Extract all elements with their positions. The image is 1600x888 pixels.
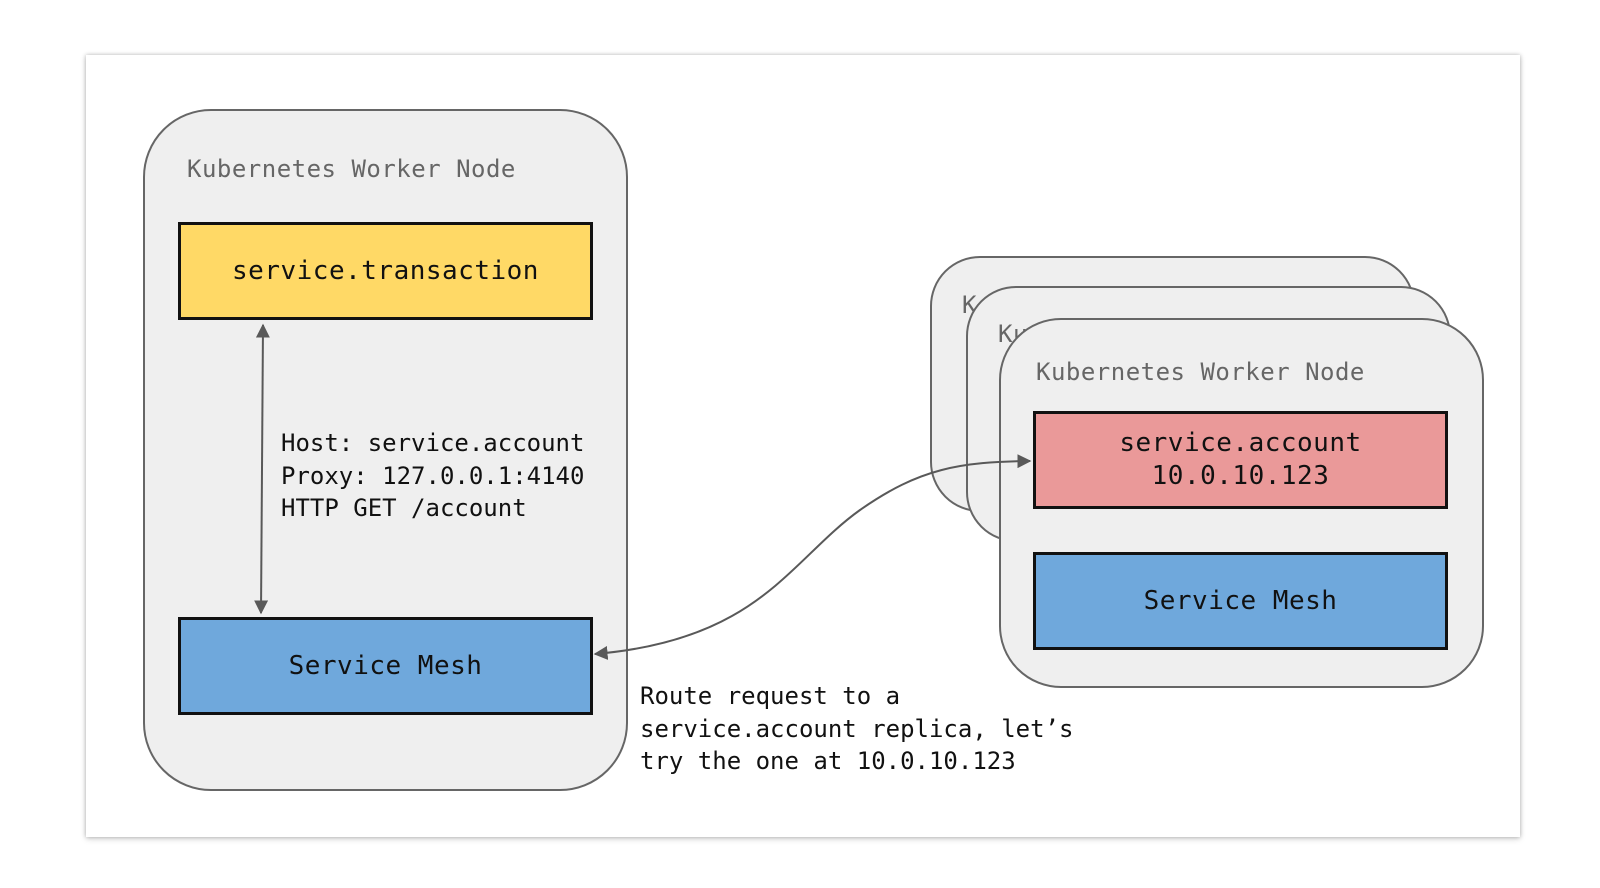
- front-worker-node-label: Kubernetes Worker Node: [1036, 358, 1365, 386]
- request-note: Host: service.account Proxy: 127.0.0.1:4…: [281, 427, 584, 525]
- route-note-line: Route request to a: [640, 682, 901, 710]
- request-note-line: HTTP GET /account: [281, 494, 527, 522]
- request-note-line: Proxy: 127.0.0.1:4140: [281, 461, 585, 490]
- service-account-box: service.account 10.0.10.123: [1033, 411, 1448, 509]
- left-worker-node-label: Kubernetes Worker Node: [187, 155, 516, 183]
- left-service-mesh-label: Service Mesh: [288, 650, 483, 681]
- route-note: Route request to a service.account repli…: [640, 680, 1073, 778]
- right-service-mesh-box: Service Mesh: [1033, 552, 1448, 650]
- route-note-line: try the one at 10.0.10.123: [640, 747, 1016, 775]
- route-note-line: service.account replica, let’s: [640, 714, 1074, 743]
- service-account-ip: 10.0.10.123: [1151, 461, 1330, 491]
- right-service-mesh-label: Service Mesh: [1143, 585, 1338, 616]
- request-note-line: Host: service.account: [281, 429, 585, 457]
- left-service-mesh-box: Service Mesh: [178, 617, 593, 715]
- service-transaction-label: service.transaction: [232, 255, 539, 286]
- service-transaction-box: service.transaction: [178, 222, 593, 320]
- service-account-name: service.account: [1119, 428, 1362, 458]
